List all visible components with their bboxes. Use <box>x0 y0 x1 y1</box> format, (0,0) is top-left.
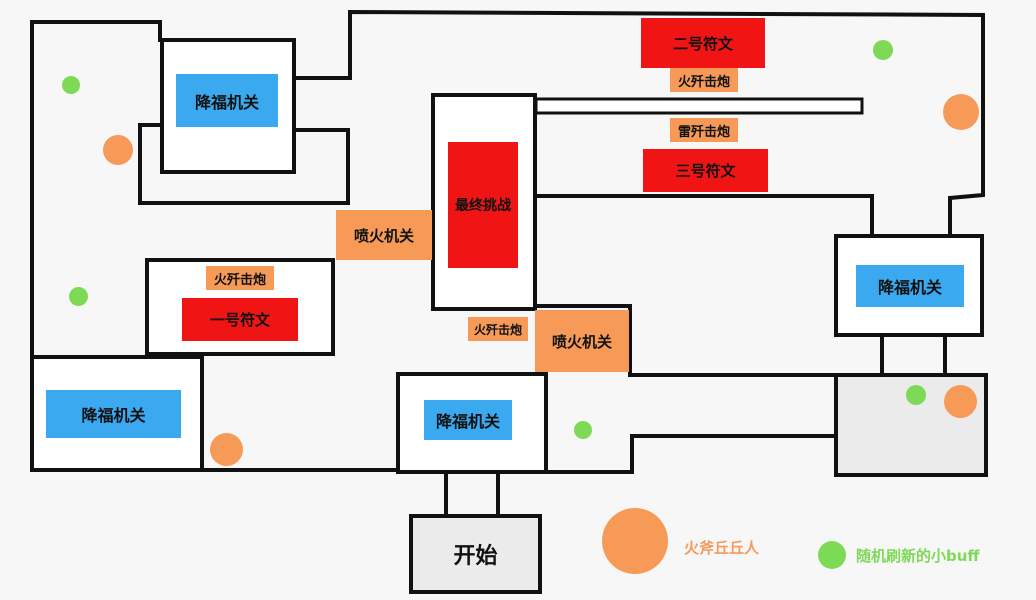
enemy-marker <box>210 433 243 466</box>
enemy-marker <box>943 94 979 130</box>
trap-zone-center: 降福机关 <box>424 400 512 440</box>
legend-enemy-icon <box>602 508 668 574</box>
enemy-marker <box>103 135 133 165</box>
flame-trap-2: 喷火机关 <box>535 310 629 372</box>
cannon-thunder: 雷歼击炮 <box>670 118 738 142</box>
trap-zone-right: 降福机关 <box>856 265 964 307</box>
rune-1-zone: 一号符文 <box>182 298 298 341</box>
buff-marker <box>574 421 592 439</box>
cannon-fire-mid: 火歼击炮 <box>468 317 528 341</box>
enemy-marker <box>944 385 977 418</box>
rune-2-zone: 二号符文 <box>641 18 765 68</box>
room-start <box>409 514 542 594</box>
cannon-fire-top: 火歼击炮 <box>670 68 738 92</box>
buff-marker <box>69 287 88 306</box>
trap-zone-left: 降福机关 <box>46 390 181 438</box>
legend-buff-icon <box>818 541 846 569</box>
final-challenge-zone: 最终挑战 <box>448 142 518 268</box>
buff-marker <box>873 40 893 60</box>
buff-marker <box>62 76 80 94</box>
legend-enemy-label: 火斧丘丘人 <box>684 539 760 557</box>
legend-buff-label: 随机刷新的小buff <box>856 547 980 565</box>
start-label: 开始 <box>453 544 498 569</box>
rune-3-zone: 三号符文 <box>643 149 768 192</box>
flame-trap-1: 喷火机关 <box>336 210 432 260</box>
cannon-fire-left: 火歼击炮 <box>206 266 274 290</box>
buff-marker <box>906 385 926 405</box>
trap-zone-top-left: 降福机关 <box>176 74 278 127</box>
